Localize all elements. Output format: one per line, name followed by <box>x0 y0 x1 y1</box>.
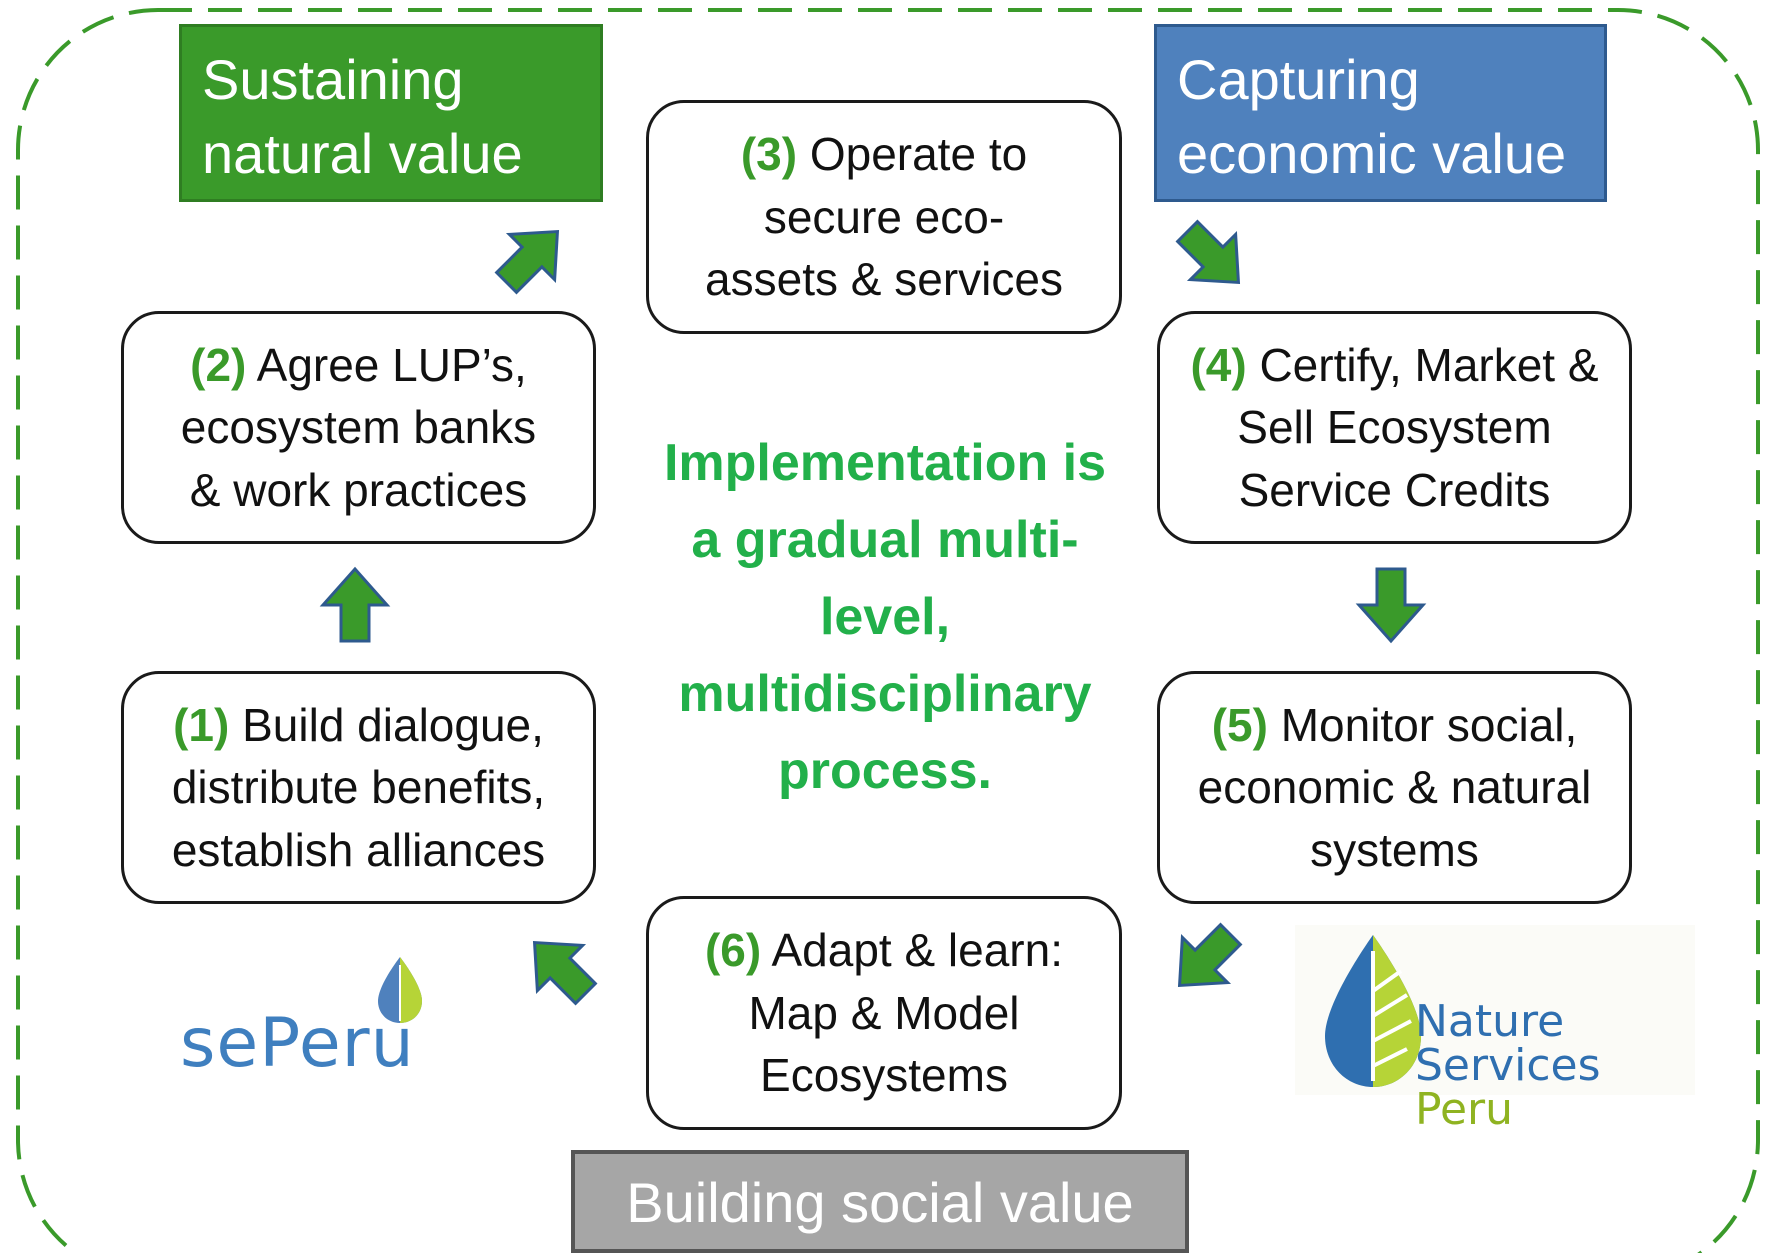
step-5-text: Monitor social, economic & natural syste… <box>1197 698 1592 876</box>
step-2-text: Agree LUP’s, ecosystem banks & work prac… <box>180 338 537 516</box>
header-capturing-economic-value: Capturing economic value <box>1154 24 1607 202</box>
step-6-text: Adapt & learn: Map & Model Ecosystems <box>748 924 1063 1102</box>
header-building-social-value: Building social value <box>571 1150 1189 1253</box>
step-3-number: (3) <box>740 128 798 181</box>
seperu-text: sePeru <box>180 1004 415 1083</box>
step-4-text: Certify, Market & Sell Ecosystem Service… <box>1237 338 1599 516</box>
header-social-label: Building social value <box>626 1171 1134 1234</box>
services-text: Services <box>1415 1040 1601 1091</box>
header-natural-label: Sustaining natural value <box>202 48 523 185</box>
step-1-box: (1) Build dialogue, distribute benefits,… <box>121 671 596 904</box>
step-5-number: (5) <box>1211 698 1268 751</box>
step-3-box: (3) Operate to secure eco-assets & servi… <box>646 100 1122 334</box>
step-6-number: (6) <box>704 924 762 977</box>
seperu-leaf-icon <box>378 957 422 1023</box>
nature-text: Nature <box>1415 996 1565 1047</box>
step-1-number: (1) <box>173 698 230 751</box>
center-statement: Implementation is a gradual multi-level,… <box>663 434 1107 800</box>
step-6-box: (6) Adapt & learn: Map & Model Ecosystem… <box>646 896 1122 1130</box>
step-1-text: Build dialogue, distribute benefits, est… <box>171 698 546 876</box>
seperu-wordmark: sePeru <box>180 1010 415 1078</box>
step-5-box: (5) Monitor social, economic & natural s… <box>1157 671 1632 904</box>
seperu-logo: sePeru <box>180 955 440 1095</box>
header-economic-label: Capturing economic value <box>1177 48 1567 185</box>
step-3-text: Operate to secure eco-assets & services <box>705 128 1063 306</box>
nature-services-peru-logo: Nature Services Peru <box>1295 925 1695 1132</box>
step-4-number: (4) <box>1190 338 1247 391</box>
step-4-box: (4) Certify, Market & Sell Ecosystem Ser… <box>1157 311 1632 544</box>
step-2-number: (2) <box>190 338 247 391</box>
nature-services-leaf-icon <box>1325 935 1421 1087</box>
nature-services-wordmark: Nature Services Peru <box>1415 1000 1695 1132</box>
peru-text: Peru <box>1415 1084 1514 1135</box>
step-2-box: (2) Agree LUP’s, ecosystem banks & work … <box>121 311 596 544</box>
header-sustaining-natural-value: Sustaining natural value <box>179 24 603 202</box>
